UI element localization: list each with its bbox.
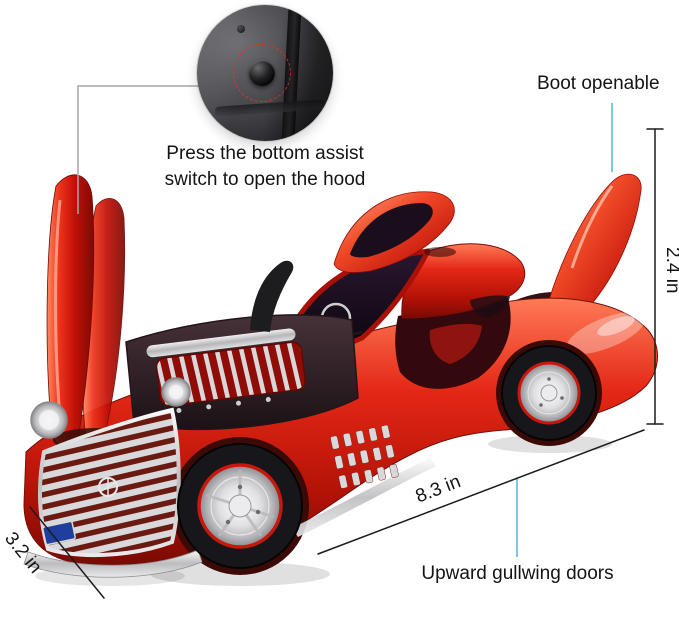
license-plate <box>42 520 76 546</box>
width-dimension-line <box>29 506 105 599</box>
engine <box>146 328 306 413</box>
quarter-window <box>470 295 510 318</box>
cowl-intake <box>250 260 294 332</box>
annotation-lines <box>29 85 664 599</box>
door-window <box>350 203 433 258</box>
seat <box>429 323 482 364</box>
panel-ridge <box>214 99 326 117</box>
hood-switch-inset <box>197 5 333 141</box>
front-bumper <box>23 549 203 578</box>
screw <box>237 25 245 33</box>
gullwing-door-open <box>333 191 456 273</box>
panel-seam <box>281 5 302 141</box>
boot-lid-open <box>548 173 642 317</box>
front-wheel <box>177 443 303 569</box>
height-dimension-label: 2.4 in <box>662 247 679 294</box>
length-dimension-line <box>317 429 645 555</box>
rear-wheel <box>501 345 597 441</box>
switch-highlight-ring <box>233 44 291 102</box>
boot-openable-label: Boot openable <box>537 73 660 94</box>
engine-block <box>155 341 306 407</box>
side-vents <box>330 424 399 489</box>
hood-instruction-label: Press the bottom assist switch to open t… <box>164 143 366 191</box>
rear-fender-highlight <box>566 312 646 354</box>
hood-assist-switch <box>249 60 275 86</box>
engine-pipe <box>146 328 296 358</box>
rocker-trim <box>292 458 436 537</box>
height-dimension-line <box>646 128 664 425</box>
hood-leader-line <box>77 85 199 214</box>
gullwing-doors-label: Upward gullwing doors <box>421 563 614 584</box>
rear-fender-glint <box>597 316 635 336</box>
